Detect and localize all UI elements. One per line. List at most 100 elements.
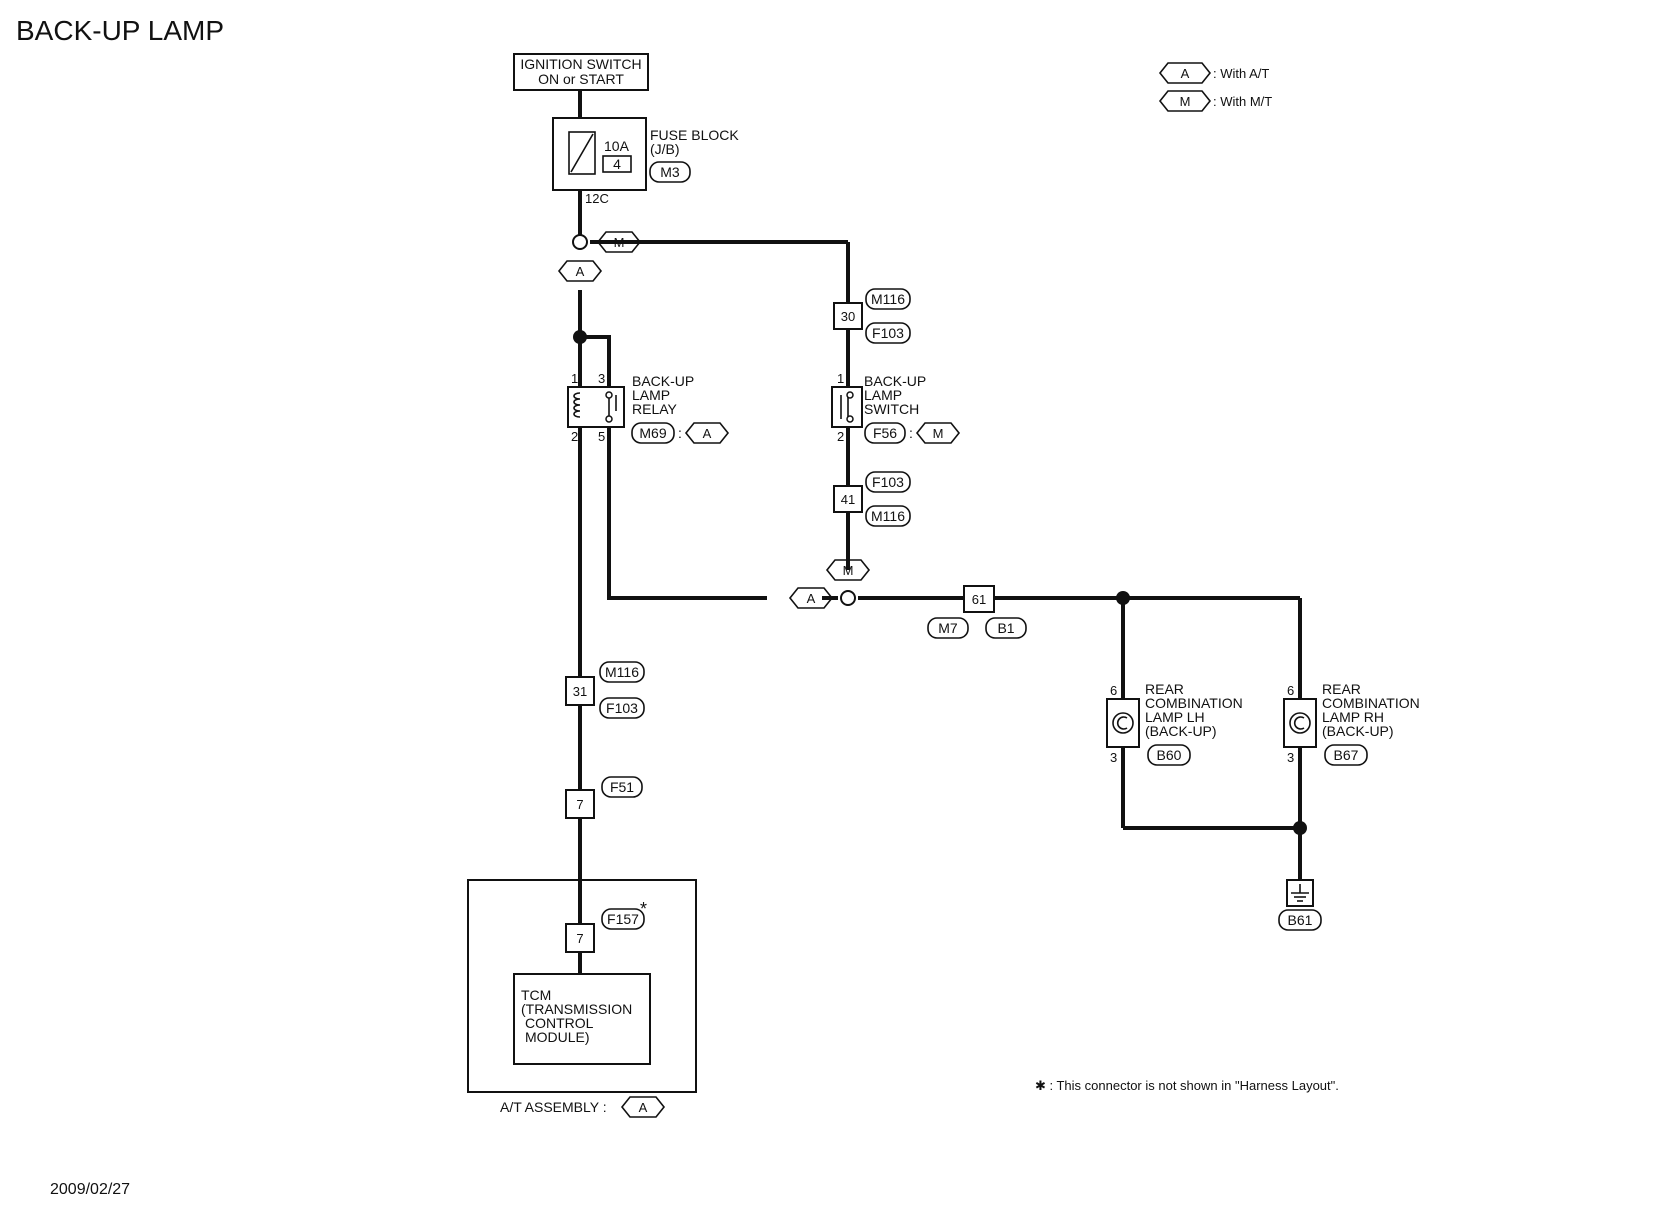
connector-label: B1 [997, 620, 1014, 636]
svg-text:M: M [843, 563, 854, 578]
svg-text::: : [678, 425, 682, 441]
legend-item-mt: M : With M/T [1158, 90, 1272, 112]
svg-text:6: 6 [1110, 683, 1117, 698]
svg-text:30: 30 [841, 309, 855, 324]
connector-label: F56 [873, 425, 897, 441]
svg-text:(J/B): (J/B) [650, 141, 680, 157]
svg-text:LAMP LH: LAMP LH [1145, 709, 1205, 725]
option-tag-at: A [788, 587, 834, 609]
svg-text:(BACK-UP): (BACK-UP) [1145, 723, 1217, 739]
connector-label: M116 [871, 508, 905, 524]
connector-label: B60 [1157, 747, 1182, 763]
svg-text:BACK-UP: BACK-UP [864, 373, 926, 389]
svg-text:COMBINATION: COMBINATION [1145, 695, 1243, 711]
svg-text:61: 61 [972, 592, 986, 607]
svg-text:FUSE BLOCK: FUSE BLOCK [650, 127, 739, 143]
connector-label: F103 [872, 325, 904, 341]
svg-text:ON or START: ON or START [538, 71, 624, 87]
svg-text:A: A [807, 591, 816, 606]
page-title: BACK-UP LAMP [16, 15, 224, 46]
svg-text:10A: 10A [604, 138, 630, 154]
junction-connector-7-f51: 7 F51 [565, 776, 643, 819]
svg-text:31: 31 [573, 684, 587, 699]
connector-label: F103 [872, 474, 904, 490]
svg-text:A: A [639, 1100, 648, 1115]
junction-connector-30: 30 M116 F103 [833, 288, 911, 344]
option-splice-circle [572, 234, 588, 250]
connector-label: F51 [610, 779, 634, 795]
svg-text:7: 7 [576, 797, 583, 812]
junction-connector-31: 31 M116 F103 [565, 661, 645, 719]
svg-text:(BACK-UP): (BACK-UP) [1322, 723, 1394, 739]
back-up-lamp-switch: 1 2 BACK-UP LAMP SWITCH F56 : M [831, 371, 961, 444]
terminal-label: 12C [585, 191, 609, 206]
svg-text:CONTROL: CONTROL [525, 1015, 594, 1031]
connector-label: B67 [1334, 747, 1359, 763]
ground-b61: B61 [1278, 879, 1322, 931]
svg-text:MODULE): MODULE) [525, 1029, 590, 1045]
svg-text:A: A [703, 426, 712, 441]
option-tag-at: A [557, 260, 603, 282]
svg-text:3: 3 [598, 371, 605, 386]
connector-label: F103 [606, 700, 638, 716]
svg-text::: : [909, 425, 913, 441]
splice-dot [1116, 591, 1130, 605]
svg-text:LAMP: LAMP [632, 387, 670, 403]
footnote: ✱ : This connector is not shown in "Harn… [1035, 1078, 1339, 1093]
legend-text: : With M/T [1213, 94, 1272, 109]
svg-text:(TRANSMISSION: (TRANSMISSION [521, 1001, 632, 1017]
svg-text:3: 3 [1110, 750, 1117, 765]
legend-text: : With A/T [1213, 66, 1269, 81]
legend-item-at: A : With A/T [1158, 62, 1269, 84]
svg-text:5: 5 [598, 429, 605, 444]
at-assembly-label: A/T ASSEMBLY : [500, 1099, 607, 1115]
ignition-switch: IGNITION SWITCH ON or START [513, 53, 649, 91]
wires [578, 90, 1302, 974]
svg-text:6: 6 [1287, 683, 1294, 698]
svg-text:SWITCH: SWITCH [864, 401, 919, 417]
connector-label: M116 [605, 664, 639, 680]
option-splice-circle [840, 590, 856, 606]
connector-label: M3 [660, 164, 680, 180]
svg-text:M: M [933, 426, 944, 441]
svg-text:41: 41 [841, 492, 855, 507]
svg-text:IGNITION SWITCH: IGNITION SWITCH [520, 56, 641, 72]
svg-text:2: 2 [571, 429, 578, 444]
svg-text:LAMP: LAMP [864, 387, 902, 403]
option-tag-mt: M [596, 231, 642, 253]
junction-connector-41: 41 F103 M116 [833, 471, 911, 527]
asterisk: * [640, 899, 647, 919]
legend-tag: A [1181, 66, 1190, 81]
connector-label: M69 [639, 425, 666, 441]
svg-text:RELAY: RELAY [632, 401, 678, 417]
svg-text:2: 2 [837, 429, 844, 444]
connector-label: M7 [938, 620, 958, 636]
svg-text:REAR: REAR [1322, 681, 1361, 697]
connector-label: B61 [1288, 912, 1313, 928]
svg-text:BACK-UP: BACK-UP [632, 373, 694, 389]
splice-dot [1293, 821, 1307, 835]
svg-text:A: A [576, 264, 585, 279]
svg-text:REAR: REAR [1145, 681, 1184, 697]
svg-text:4: 4 [613, 156, 621, 172]
legend-tag: M [1180, 94, 1191, 109]
splice-dot [573, 330, 587, 344]
svg-text:1: 1 [837, 371, 844, 386]
svg-text:7: 7 [576, 931, 583, 946]
svg-text:COMBINATION: COMBINATION [1322, 695, 1420, 711]
rear-combination-lamp-rh: 6 3 REAR COMBINATION LAMP RH (BACK-UP) B… [1283, 681, 1420, 766]
date-stamp: 2009/02/27 [50, 1181, 130, 1198]
at-assembly: 7 F157 * TCM (TRANSMISSION CONTROL MODUL… [467, 879, 697, 1118]
svg-text:M: M [614, 235, 625, 250]
fuse-block: 10A 4 FUSE BLOCK (J/B) M3 12C [552, 117, 739, 206]
connector-label: M116 [871, 291, 905, 307]
connector-label: F157 [607, 911, 639, 927]
junction-connector-61: 61 M7 B1 [927, 585, 1027, 639]
back-up-lamp-relay: 1 3 2 5 BACK-UP LAMP RELAY M69 : A [567, 371, 730, 444]
legend: A : With A/T M : With M/T [1158, 62, 1272, 112]
svg-text:3: 3 [1287, 750, 1294, 765]
option-tag-mt: M [825, 559, 871, 581]
rear-combination-lamp-lh: 6 3 REAR COMBINATION LAMP LH (BACK-UP) B… [1106, 681, 1243, 766]
svg-text:1: 1 [571, 371, 578, 386]
